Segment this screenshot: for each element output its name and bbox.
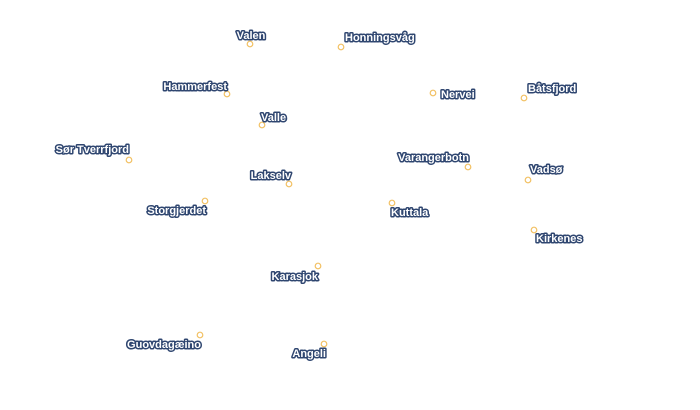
place-kuttala[interactable]: Kuttala — [388, 199, 431, 221]
place-label-storgjerdet: Storgjerdet — [147, 205, 206, 217]
place-batsfjord[interactable]: Båtsfjord — [520, 82, 578, 102]
place-marker-valle[interactable] — [258, 121, 266, 129]
place-nervei[interactable]: Nervei — [429, 88, 476, 103]
place-label-kuttala: Kuttala — [391, 207, 429, 219]
place-label-vadso: Vadsø — [530, 164, 563, 176]
place-marker-valen[interactable] — [246, 40, 254, 48]
place-marker-karasjok[interactable] — [314, 262, 322, 270]
place-valle[interactable]: Valle — [258, 111, 288, 129]
place-honningsvag[interactable]: Honningsvåg — [337, 31, 416, 51]
place-kirkenes[interactable]: Kirkenes — [530, 226, 584, 247]
place-label-nervei: Nervei — [441, 89, 475, 101]
place-vadso[interactable]: Vadsø — [524, 163, 564, 184]
place-label-batsfjord: Båtsfjord — [528, 83, 576, 95]
place-varangerbotn[interactable]: Varangerbotn — [397, 151, 472, 171]
place-marker-lakselv[interactable] — [285, 180, 293, 188]
place-marker-varangerbotn[interactable] — [464, 163, 472, 171]
place-label-guovdagaeino: Guovdagæino — [127, 339, 201, 351]
place-marker-hammerfest[interactable] — [223, 90, 231, 98]
place-marker-guovdagaeino[interactable] — [196, 331, 204, 339]
place-marker-sor-tverrfjord[interactable] — [125, 156, 133, 164]
place-karasjok[interactable]: Karasjok — [270, 262, 322, 285]
place-label-valle: Valle — [261, 112, 286, 124]
place-marker-kuttala[interactable] — [388, 199, 396, 207]
place-hammerfest[interactable]: Hammerfest — [162, 80, 231, 98]
place-marker-honningsvag[interactable] — [337, 43, 345, 51]
place-angeli[interactable]: Angeli — [291, 340, 328, 362]
place-storgjerdet[interactable]: Storgjerdet — [146, 197, 209, 219]
place-marker-storgjerdet[interactable] — [201, 197, 209, 205]
place-guovdagaeino[interactable]: Guovdagæino — [126, 331, 204, 353]
place-label-varangerbotn: Varangerbotn — [398, 152, 469, 164]
place-lakselv[interactable]: Lakselv — [249, 169, 293, 188]
place-label-angeli: Angeli — [292, 348, 326, 360]
place-label-honningsvag: Honningsvåg — [345, 32, 415, 44]
place-label-lakselv: Lakselv — [251, 170, 292, 182]
place-marker-vadso[interactable] — [524, 176, 532, 184]
place-marker-kirkenes[interactable] — [530, 226, 538, 234]
place-label-kirkenes: Kirkenes — [536, 233, 582, 245]
place-marker-nervei[interactable] — [429, 89, 437, 97]
place-sor-tverrfjord[interactable]: Sør Tverrfjord — [54, 143, 133, 164]
place-marker-batsfjord[interactable] — [520, 94, 528, 102]
place-marker-angeli[interactable] — [320, 340, 328, 348]
place-label-sor-tverrfjord: Sør Tverrfjord — [56, 144, 129, 156]
place-label-karasjok: Karasjok — [272, 271, 319, 283]
place-label-valen: Valen — [237, 30, 266, 42]
place-valen[interactable]: Valen — [235, 29, 267, 48]
place-label-hammerfest: Hammerfest — [163, 81, 227, 93]
